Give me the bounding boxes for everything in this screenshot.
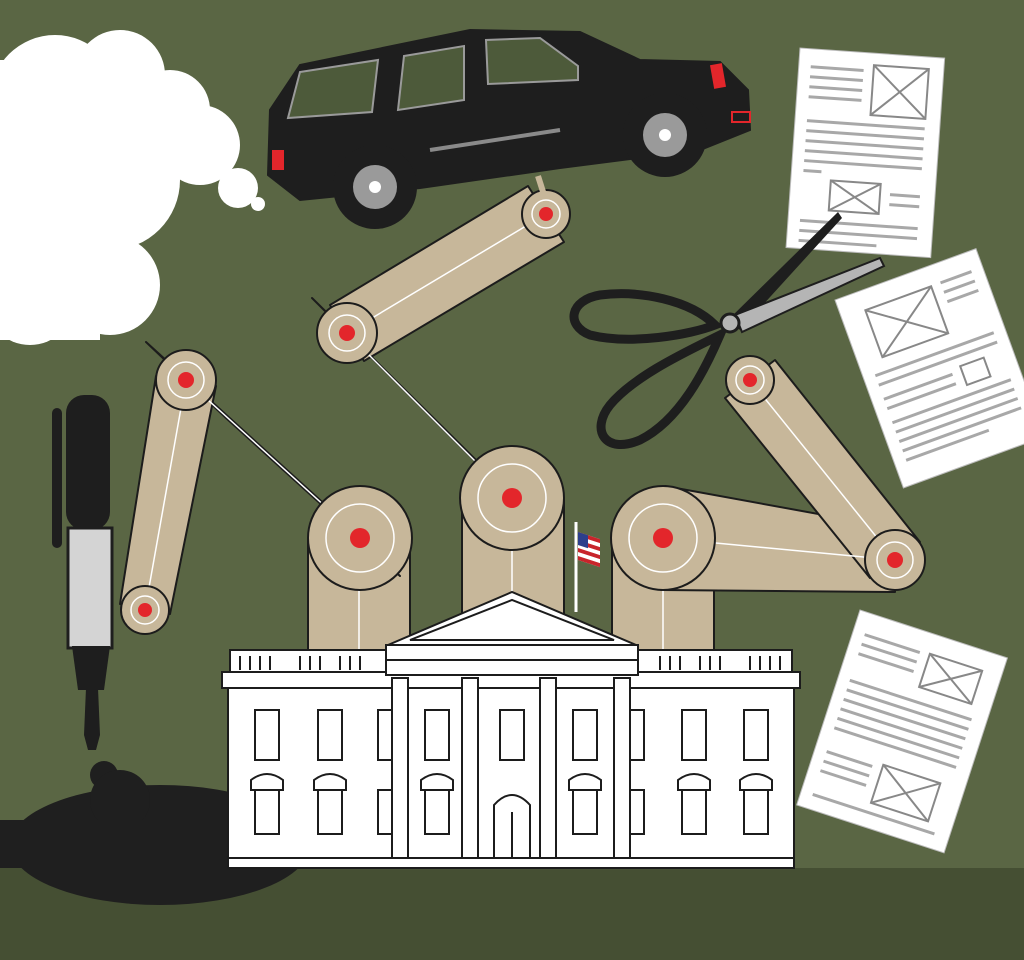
- pediment-inner: [409, 598, 615, 641]
- joint-right-base: [610, 485, 716, 591]
- joint-left-elbow: [155, 349, 217, 411]
- robot-joints: [120, 189, 926, 635]
- marker-barrel: [66, 526, 114, 650]
- portico-columns: [391, 677, 631, 859]
- newspaper-page-1: [785, 47, 946, 259]
- flag-banner: [578, 532, 600, 568]
- exhaust-smoke: [0, 30, 265, 345]
- marker-tip: [84, 688, 100, 750]
- newspaper-page-3: [796, 609, 1009, 854]
- joint-middle-elbow: [316, 302, 378, 364]
- suv-taillight: [272, 150, 284, 170]
- scissors: [569, 212, 886, 449]
- scissors-pivot: [719, 312, 741, 334]
- newspaper-page-2: [834, 248, 1024, 489]
- upper-windows: [254, 709, 769, 761]
- white-house: [221, 590, 801, 869]
- marker-tip-collar: [72, 646, 110, 690]
- marker-cap: [66, 395, 110, 530]
- joint-right-elbow: [864, 529, 926, 591]
- suv-mount: [535, 175, 548, 199]
- scissors-handle-lower: [596, 325, 729, 449]
- suv-wheel-front: [623, 93, 707, 177]
- suv-wheel-rear: [333, 145, 417, 229]
- joint-left-tip: [120, 585, 170, 635]
- marker-pen: [52, 395, 114, 750]
- black-suv: [266, 28, 752, 229]
- scissors-blade-top: [728, 212, 842, 330]
- suv-windows: [286, 36, 579, 120]
- scissors-handle-upper: [569, 289, 724, 344]
- lower-windows: [250, 773, 773, 835]
- suv-headlight: [710, 63, 726, 89]
- suv-grille-light: [731, 111, 751, 123]
- joint-left-base: [307, 485, 413, 591]
- joint-middle-base: [459, 445, 565, 551]
- joint-middle-tip: [521, 189, 571, 239]
- joint-right-tip: [725, 355, 775, 405]
- american-flag: [574, 522, 600, 612]
- marker-clip: [52, 408, 62, 548]
